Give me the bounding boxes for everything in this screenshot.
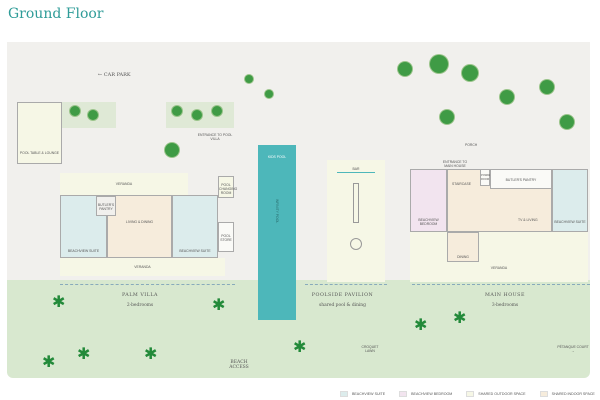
legend-label: SHARED INDOOR SPACE (551, 392, 595, 396)
pavilion-name: POOLSIDE PAVILION (311, 293, 374, 298)
main-house-bracket (412, 284, 590, 285)
legend-swatch (466, 391, 475, 397)
suite-label: BEACHVIEW SUITE (67, 249, 100, 253)
main-beachview-suite: BEACHVIEW SUITE (552, 169, 588, 232)
palm-villa-name: PALM VILLA (121, 293, 159, 298)
palm-tree-icon: ✱ (77, 346, 91, 363)
pool-label: INFINITY POOL (275, 198, 279, 224)
bedroom-label: BEACHVIEW BEDROOM (418, 218, 439, 226)
living-dining-label: LIVING & DINING (125, 220, 154, 224)
palm-tree-icon: ✱ (212, 297, 226, 314)
tree-icon (430, 55, 448, 73)
tree-icon (245, 75, 253, 83)
veranda-top: VERANDA (60, 173, 188, 195)
main-house-subtitle: 3-bedrooms (491, 303, 519, 308)
main-veranda: VERANDA (410, 232, 588, 282)
page-title: Ground Floor (8, 6, 104, 22)
legend-label: SHARED OUTDOOR SPACE (478, 392, 526, 396)
kids-pool-label: KIDS POOL (267, 155, 287, 159)
palm-tree-icon: ✱ (414, 317, 428, 334)
pantry-label: BUTLER'S PANTRY (97, 203, 115, 211)
tv-living-label: TV & LIVING (518, 218, 538, 222)
beach-access-label: BEACH ACCESS (229, 360, 249, 370)
legend-swatch (340, 391, 348, 397)
tree-icon (88, 110, 98, 120)
palm-villa-subtitle: 2-bedrooms (126, 303, 154, 308)
pool-table-label: POOL TABLE & LOUNGE (19, 151, 60, 155)
poolside-pavilion: BAR (327, 160, 385, 282)
beachview-suite-left: BEACHVIEW SUITE (60, 195, 107, 258)
staircase-label: STAIRCASE (452, 182, 471, 186)
tree-icon (172, 106, 182, 116)
main-house-name: MAIN HOUSE (485, 293, 525, 298)
butlers-pantry: BUTLER'S PANTRY (96, 196, 116, 216)
legend-swatch (539, 391, 548, 397)
legend-item: SHARED INDOOR SPACE (539, 391, 595, 397)
tree-icon (398, 62, 412, 76)
tree-icon (540, 80, 554, 94)
living-dining: LIVING & DINING (107, 195, 172, 258)
tree-icon (70, 106, 80, 116)
legend-swatch (399, 391, 408, 397)
palm-villa-bracket (60, 284, 235, 285)
main-butlers-pantry: BUTLER'S PANTRY (490, 169, 552, 189)
entrance-pool-villa-label: ENTRANCE TO POOL VILLA (197, 133, 233, 141)
palm-tree-icon: ✱ (42, 354, 56, 371)
palm-tree-icon: ✱ (293, 339, 307, 356)
dining-label: DINING (457, 255, 469, 259)
beachview-suite-right: BEACHVIEW SUITE (172, 195, 218, 258)
pool-table-lounge: POOL TABLE & LOUNGE (17, 102, 62, 164)
legend-item: BEACHVIEW SUITE (340, 391, 385, 397)
palm-tree-icon: ✱ (453, 310, 467, 327)
entrance-main-house-label: ENTRANCE TO MAIN HOUSE (442, 160, 468, 168)
pool-store: POOL STORE (218, 222, 234, 252)
tree-icon (560, 115, 574, 129)
tree-icon (440, 110, 454, 124)
powder-room: POWDER ROOM (480, 169, 493, 186)
car-park-label: ← CAR PARK (98, 72, 131, 78)
croquet-lawn-label: CROQUET LAWN (361, 345, 379, 353)
legend-label: BEACHVIEW BEDROOM (411, 392, 453, 396)
powder-label: POWDER ROOM (481, 174, 493, 181)
veranda-label: VERANDA (490, 266, 508, 270)
lounge-table (350, 238, 362, 250)
beachview-bedroom: BEACHVIEW BEDROOM (410, 169, 447, 232)
bar-counter (337, 172, 375, 173)
tree-icon (462, 65, 478, 81)
suite-label: BEACHVIEW SUITE (179, 249, 211, 253)
palm-tree-icon: ✱ (144, 346, 158, 363)
pavilion-subtitle: shared pool & dining (319, 303, 366, 308)
tree-icon (165, 143, 179, 157)
bar-label: BAR (352, 167, 360, 171)
pavilion-bracket (305, 284, 387, 285)
infinity-pool: KIDS POOL INFINITY POOL (258, 145, 296, 320)
tree-icon (192, 110, 202, 120)
tree-icon (500, 90, 514, 104)
dining-table (353, 183, 359, 223)
porch-label: PORCH (465, 143, 478, 147)
veranda-bottom: VERANDA (60, 258, 225, 276)
pool-changing-room: POOL CHANGING ROOM (218, 176, 238, 198)
legend-item: BEACHVIEW BEDROOM (399, 391, 452, 397)
dining-room: DINING (447, 232, 479, 262)
suite-label: BEACHVIEW SUITE (554, 220, 586, 224)
changing-label: POOL CHANGING ROOM (219, 183, 238, 195)
veranda-label: VERANDA (134, 265, 151, 269)
legend-label: BEACHVIEW SUITE (352, 392, 386, 396)
palm-tree-icon: ✱ (52, 294, 66, 311)
veranda-label: VERANDA (115, 182, 133, 186)
legend-item: SHARED OUTDOOR SPACE (466, 391, 526, 397)
tree-icon (265, 90, 273, 98)
petanque-court-label: PÉTANQUE COURT → (557, 345, 589, 353)
tree-icon (212, 106, 222, 116)
legend: BEACHVIEW SUITE BEACHVIEW BEDROOM SHARED… (340, 391, 595, 397)
pantry-label: BUTLER'S PANTRY (505, 178, 537, 182)
lawn (7, 280, 590, 378)
pool-store-label: POOL STORE (220, 234, 232, 242)
